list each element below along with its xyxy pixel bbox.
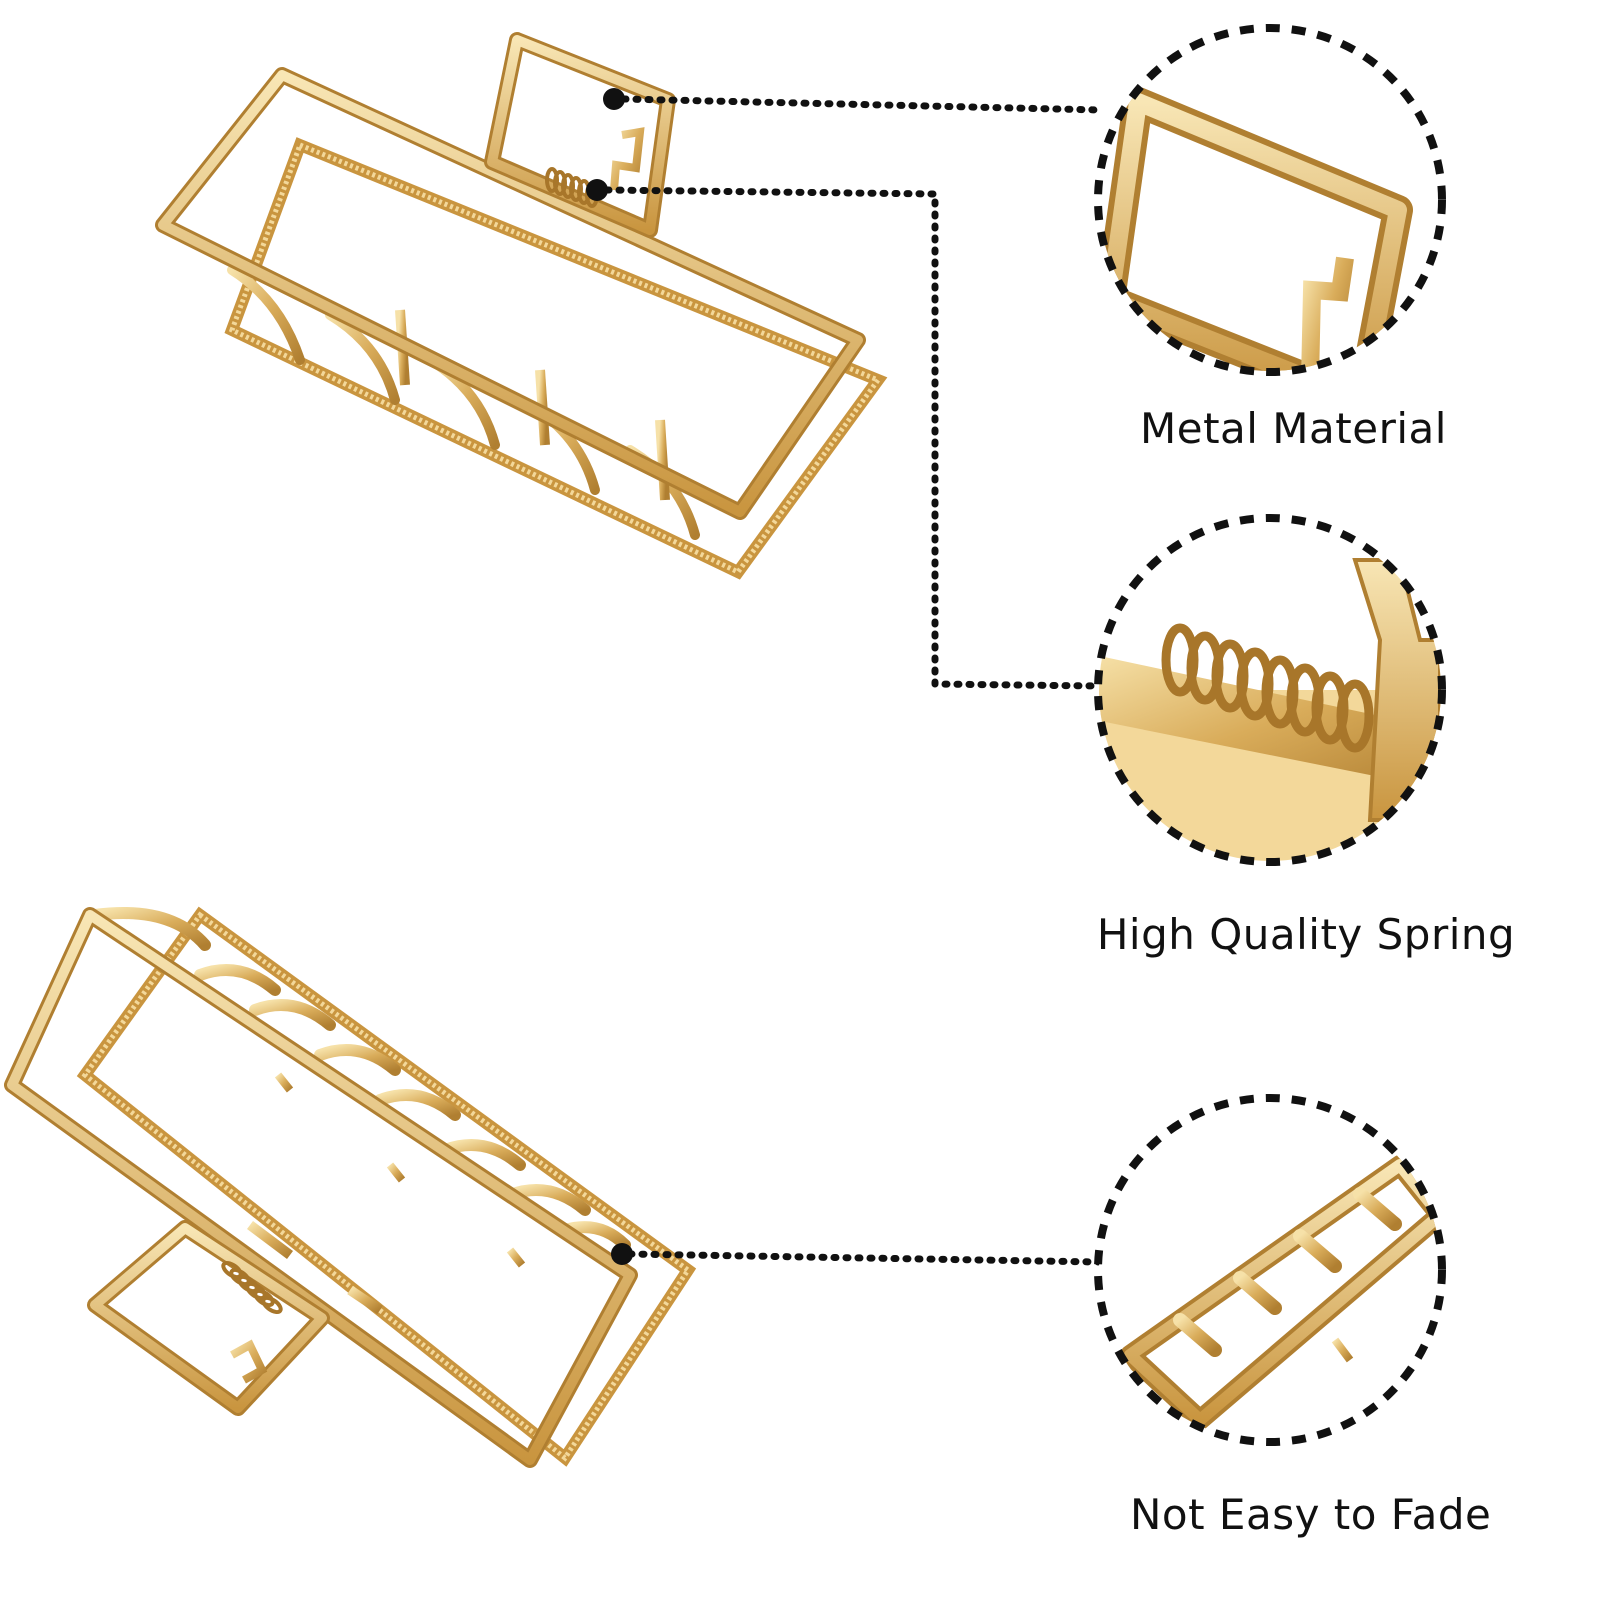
callout-lines — [603, 95, 1104, 1266]
callout-line-fade — [626, 1250, 1102, 1266]
top-hair-claw-clip — [155, 32, 888, 580]
feature-label-metal-material: Metal Material — [1140, 404, 1447, 453]
feature-label-high-quality-spring: High Quality Spring — [1096, 910, 1516, 959]
bottom-hair-claw-clip — [4, 906, 697, 1468]
callout-dot-metal — [603, 88, 625, 110]
callout-dot-fade — [611, 1243, 633, 1265]
callout-dot-spring — [586, 179, 608, 201]
closeup-spring — [1094, 514, 1446, 866]
callout-dots — [586, 88, 633, 1265]
closeup-metal-material — [1094, 24, 1446, 376]
callout-line-metal — [620, 95, 1104, 114]
callout-line-spring — [603, 186, 1102, 690]
feature-label-not-easy-to-fade: Not Easy to Fade — [1130, 1490, 1492, 1539]
closeup-not-easy-to-fade — [1094, 1094, 1446, 1446]
